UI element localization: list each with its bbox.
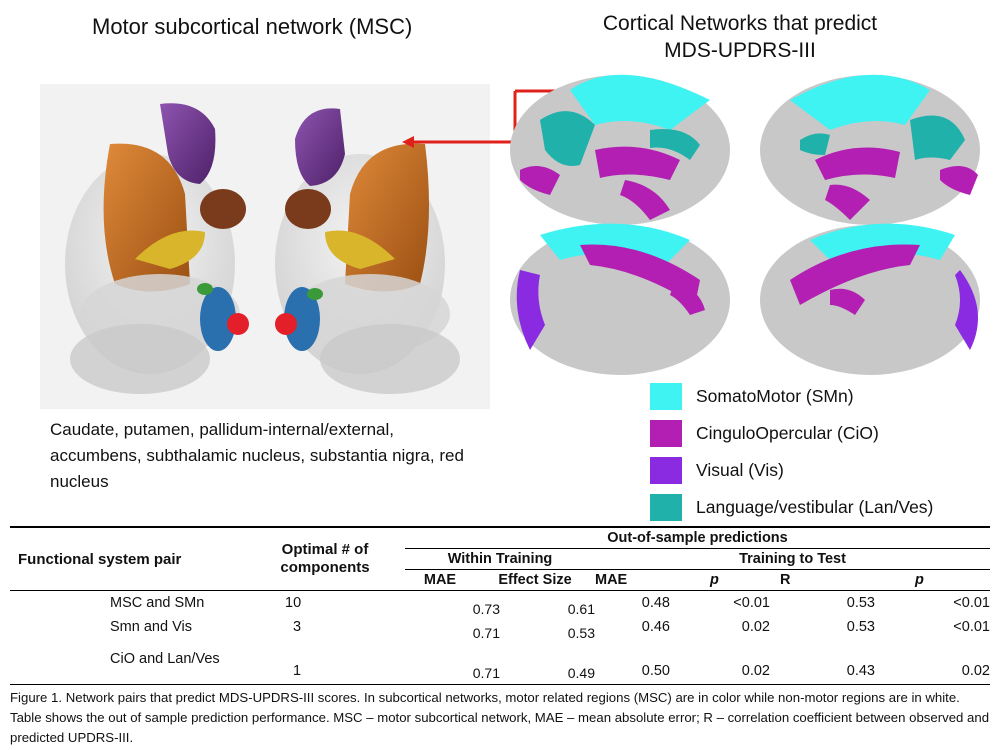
subheader-p1: p [710, 572, 719, 588]
legend-swatch-vis [650, 457, 682, 484]
legend-item: SomatoMotor (SMn) [650, 378, 995, 415]
header-components: Optimal # of components [280, 541, 370, 576]
subcortical-caption: Caudate, putamen, pallidum-internal/exte… [50, 420, 464, 491]
subheader-effect: Effect Size [498, 572, 572, 588]
header-oos: Out-of-sample predictions [405, 528, 990, 549]
legend-swatch-smn [650, 383, 682, 410]
legend-swatch-cio [650, 420, 682, 447]
legend-swatch-lanves [650, 494, 682, 521]
cell-pair: CiO and Lan/Ves [110, 650, 220, 667]
subheader-p2: p [915, 572, 924, 588]
legend-item: CinguloOpercular (CiO) [650, 415, 995, 452]
legend-item: Visual (Vis) [650, 452, 995, 489]
table-row: Smn and Vis 3 0.46 0.02 0.53 <0.01 [10, 615, 990, 639]
table-row: MSC and SMn 10 0.48 <0.01 0.53 <0.01 [10, 591, 990, 615]
table-row: CiO and Lan/Ves 1 0.50 0.02 0.43 0.02 [10, 639, 990, 679]
cortical-surfaces [500, 60, 1000, 380]
cell-p1: 0.02 [741, 618, 770, 635]
subheader-r: R [780, 572, 791, 588]
cortical-title-line1: Cortical Networks that predict [602, 12, 878, 35]
left-medial-surface [510, 223, 730, 375]
cell-r: 0.53 [846, 594, 875, 611]
cell-effect: 0.61 [567, 601, 595, 617]
table-bottom-rule [10, 684, 990, 685]
cortical-title-line2: MDS-UPDRS-III [664, 39, 816, 62]
right-lateral-surface [760, 74, 980, 225]
right-medial-surface [760, 223, 980, 375]
subheader-mae-test: MAE [595, 572, 628, 588]
cortical-render [510, 74, 980, 375]
cell-p2: <0.01 [953, 594, 990, 611]
cell-r: 0.53 [846, 618, 875, 635]
subcortical-brain-image [40, 84, 490, 409]
cell-components: 1 [293, 662, 302, 679]
network-legend: SomatoMotor (SMn) CinguloOpercular (CiO)… [650, 378, 995, 526]
cell-effect: 0.49 [567, 665, 595, 681]
legend-label: Language/vestibular (Lan/Ves) [696, 497, 934, 517]
header-test: Training to Test [595, 548, 990, 570]
figure-caption: Figure 1. Network pairs that predict MDS… [10, 690, 990, 745]
subcortical-render [40, 84, 490, 409]
cell-p1: 0.02 [741, 662, 770, 679]
cell-components: 3 [293, 618, 302, 635]
cell-pair: MSC and SMn [110, 594, 205, 611]
legend-label: SomatoMotor (SMn) [696, 386, 854, 406]
cortical-title: Cortical Networks that predict MDS-UPDRS… [560, 10, 920, 64]
cell-mae-test: 0.48 [641, 594, 670, 611]
legend-label: Visual (Vis) [696, 460, 784, 480]
subcortical-title: Motor subcortical network (MSC) [92, 14, 413, 39]
cell-mae-train: 0.71 [472, 665, 500, 681]
header-within: Within Training [405, 548, 595, 570]
cell-pair: Smn and Vis [110, 618, 192, 635]
cell-mae-train: 0.71 [472, 625, 500, 641]
cell-effect: 0.53 [567, 625, 595, 641]
legend-item: Language/vestibular (Lan/Ves) [650, 489, 995, 526]
cell-components: 10 [285, 594, 302, 611]
cell-r: 0.43 [846, 662, 875, 679]
left-lateral-surface [510, 74, 730, 225]
legend-label: CinguloOpercular (CiO) [696, 423, 879, 443]
cell-p2: <0.01 [953, 618, 990, 635]
results-table: Functional system pair Optimal # of comp… [10, 528, 990, 679]
cell-mae-test: 0.50 [641, 662, 670, 679]
cell-mae-test: 0.46 [641, 618, 670, 635]
cell-mae-train: 0.73 [472, 601, 500, 617]
cell-p1: <0.01 [733, 594, 770, 611]
table-top-rule [10, 526, 990, 528]
cell-p2: 0.02 [961, 662, 990, 679]
subheader-mae-train: MAE [423, 572, 457, 588]
header-pair: Functional system pair [18, 550, 182, 568]
